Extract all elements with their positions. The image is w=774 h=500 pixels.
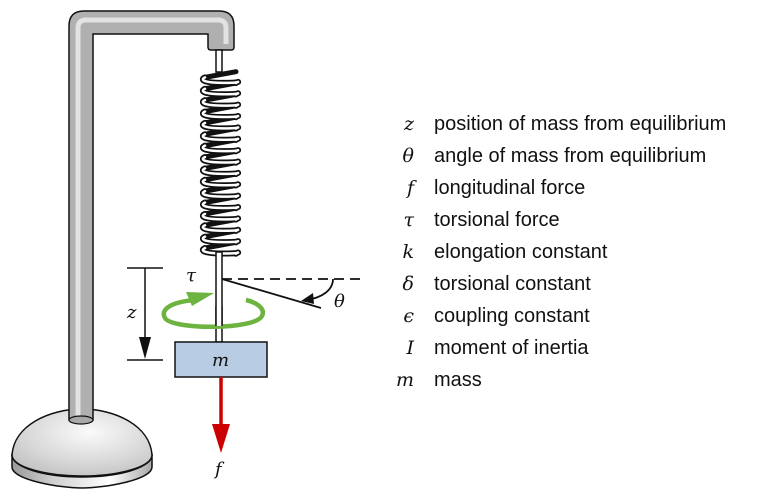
mass-label: m <box>212 350 229 371</box>
spring-coil-highlight <box>201 167 240 176</box>
legend-description: mass <box>434 369 482 391</box>
spring-coil-highlight <box>201 87 240 96</box>
spring-coil-highlight <box>201 121 240 130</box>
z-label: z <box>126 302 137 323</box>
spring-coil-highlight <box>201 189 240 199</box>
spring-coil-highlight <box>201 178 240 187</box>
spring-coil-highlight <box>201 133 240 142</box>
tau-label: τ <box>186 265 197 286</box>
spring-coil-highlight <box>201 155 240 164</box>
legend-description: moment of inertia <box>434 337 589 359</box>
theta-label: θ <box>334 291 345 312</box>
rod-upper <box>215 49 223 73</box>
force-arrow <box>212 377 230 453</box>
legend-description: torsional constant <box>434 273 591 295</box>
legend-symbol: ϵ <box>403 305 414 327</box>
spring-coil-highlight <box>201 235 240 244</box>
legend-description: torsional force <box>434 209 560 231</box>
stand-pole <box>68 10 235 425</box>
legend-symbol: θ <box>402 145 414 167</box>
spring-back-strand <box>202 69 239 251</box>
legend-symbol: f <box>406 177 414 199</box>
spring-coil-highlight <box>201 212 240 221</box>
legend-description: position of mass from equilibrium <box>434 113 727 135</box>
angle-arrowhead <box>301 293 314 304</box>
z-dimension <box>127 267 163 361</box>
angle-indicator <box>221 278 362 309</box>
spring-coil-highlight <box>201 110 240 119</box>
legend-symbol: δ <box>402 273 414 295</box>
legend-description: longitudinal force <box>434 177 586 199</box>
legend-symbol: I <box>406 337 414 359</box>
legend-description: coupling constant <box>434 305 590 327</box>
spring-coil-highlight <box>201 98 240 108</box>
spring-coil-highlight <box>201 76 240 85</box>
legend-description: elongation constant <box>434 241 608 263</box>
displaced-line <box>221 278 322 309</box>
legend-symbol: τ <box>403 209 414 231</box>
legend-description: angle of mass from equilibrium <box>434 145 707 167</box>
spring <box>199 69 242 257</box>
torsion-arrow <box>161 292 266 329</box>
legend-symbol: k <box>402 241 414 263</box>
legend-symbol: z <box>403 113 414 135</box>
force-label: f <box>213 459 225 480</box>
spring-coil-highlight <box>201 246 240 255</box>
spring-coil-highlight <box>201 201 240 210</box>
legend-symbol: m <box>395 369 414 391</box>
spring-coil-highlight <box>201 224 240 233</box>
mass-block <box>174 341 268 378</box>
spring-coil-highlight <box>201 144 240 153</box>
stand-base <box>11 408 153 489</box>
